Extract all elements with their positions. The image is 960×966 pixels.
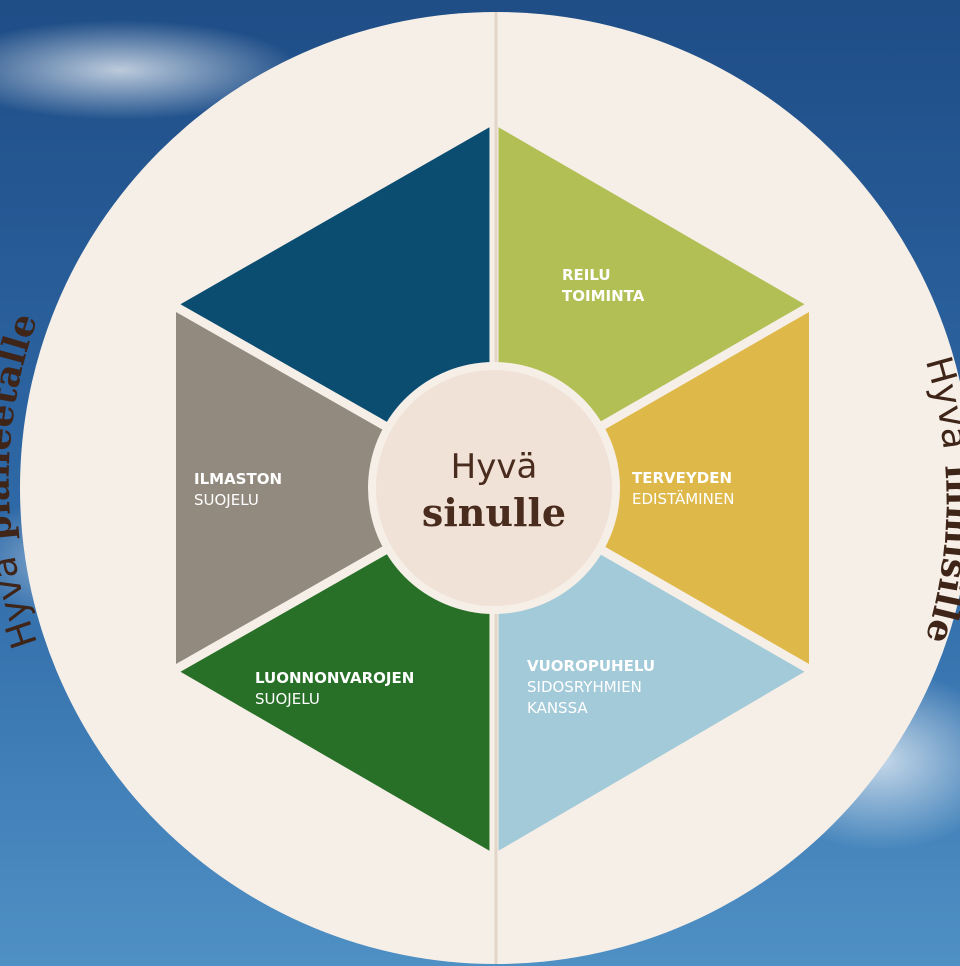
center-line2: sinulle <box>422 490 566 535</box>
segment-title-line: VUOROPUHELU <box>527 657 655 675</box>
segments-group: LUONNON MONI-MUOTOISUUDENKUNNIOITTAMINEN… <box>176 127 809 851</box>
center-circle <box>376 370 612 606</box>
segment-title-line: LUONNONVAROJEN <box>255 669 414 687</box>
segment-label-dialogue: VUOROPUHELU SIDOSRYHMIEN KANSSA <box>527 657 655 717</box>
segment-title-line: REILU <box>562 266 611 284</box>
segment-climate <box>180 127 490 481</box>
segment-resources <box>176 312 485 664</box>
segment-sub-line: SUOJELU <box>194 491 259 509</box>
segment-sub-line: KANSSA <box>527 699 588 717</box>
segment-label-health: TERVEYDEN EDISTÄMINEN <box>632 469 735 508</box>
segment-health <box>498 495 805 851</box>
segment-sub-line: EDISTÄMINEN <box>632 489 735 508</box>
segment-title-line: TOIMINTA <box>562 287 645 305</box>
cloud <box>0 20 300 120</box>
segment-title-line: TERVEYDEN <box>632 469 732 487</box>
center-line1: Hyvä <box>451 447 538 487</box>
segment-fair <box>503 312 809 664</box>
segment-label-resources: LUONNONVAROJEN SUOJELU <box>255 669 414 708</box>
segment-label-climate: ILMASTON SUOJELU <box>194 470 282 509</box>
segment-sub-line: SUOJELU <box>255 690 320 708</box>
segment-label-fair: REILU TOIMINTA <box>562 266 645 305</box>
segment-dialogue <box>180 495 490 851</box>
segment-sub-line: SIDOSRYHMIEN <box>527 678 642 696</box>
segment-title-line: ILMASTON <box>194 470 282 488</box>
